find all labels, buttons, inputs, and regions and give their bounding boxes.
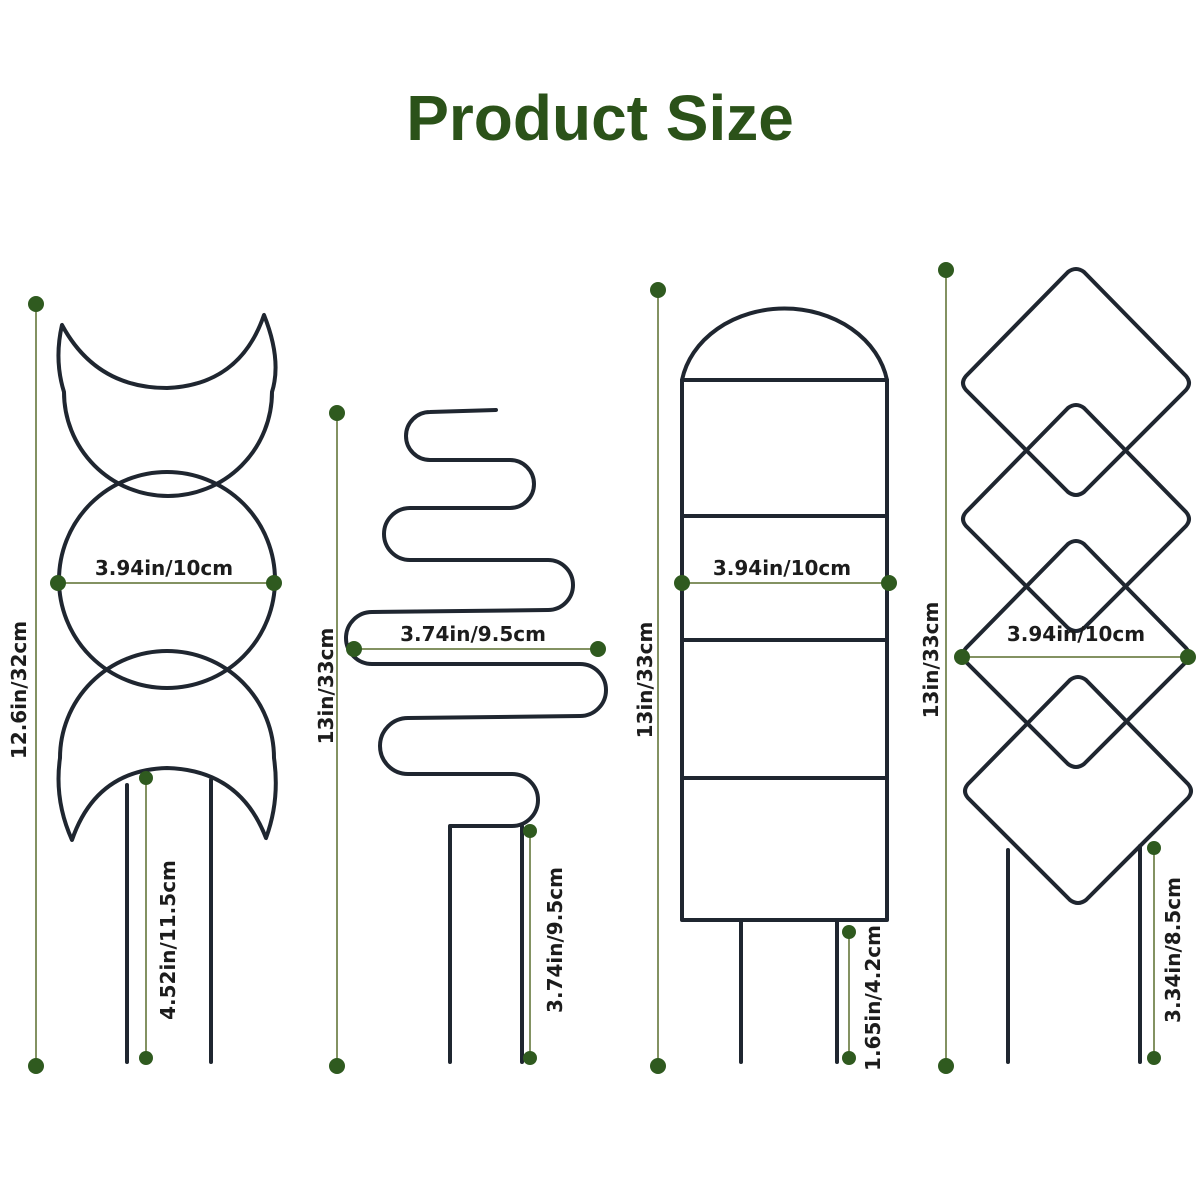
arch-height-dot-top [650, 282, 666, 298]
dimension-dots [28, 262, 1196, 1074]
moon-trellis-full-moon [57, 470, 277, 690]
diamond-trellis-diamond-4 [963, 675, 1193, 905]
wave-width-dot-right [590, 641, 606, 657]
wave-height-dot-bottom [329, 1058, 345, 1074]
moon-width-dot-right [266, 575, 282, 591]
wave-stake-label: 3.74in/9.5cm [543, 867, 567, 1013]
diamond-trellis-diamond-1 [961, 267, 1191, 497]
wave-width-label: 3.74in/9.5cm [400, 622, 546, 646]
moon-width-label: 3.94in/10cm [95, 556, 233, 580]
moon-height-label: 12.6in/32cm [7, 621, 31, 759]
arch-width-dot-left [674, 575, 690, 591]
moon-trellis-top-crescent [56, 313, 278, 498]
diamond-height-label: 13in/33cm [919, 602, 943, 719]
moon-stake-dot-top [139, 771, 153, 785]
moon-stake-label: 4.52in/11.5cm [156, 860, 180, 1020]
arch-trellis [680, 306, 889, 1064]
wave-width-dot-left [346, 641, 362, 657]
wave-trellis [344, 408, 608, 1064]
diamond-height-dot-bottom [938, 1058, 954, 1074]
arch-stake-label: 1.65in/4.2cm [861, 925, 885, 1071]
wave-height-dot-top [329, 405, 345, 421]
arch-stake-dot-bottom [842, 1051, 856, 1065]
page-title: Product Size [406, 82, 794, 154]
diamond-trellis-diamond-2 [961, 403, 1191, 633]
moon-width-dot-left [50, 575, 66, 591]
arch-width-label: 3.94in/10cm [713, 556, 851, 580]
wave-stake-dot-top [523, 824, 537, 838]
diamond-width-dot-left [954, 649, 970, 665]
diamond-stake-label: 3.34in/8.5cm [1161, 877, 1185, 1023]
arch-trellis-frame [680, 306, 889, 922]
moon-trellis-bottom-crescent [56, 649, 278, 842]
arch-stake-dot-top [842, 925, 856, 939]
dimension-lines [35, 270, 1188, 1066]
wave-trellis-frame [344, 408, 608, 1064]
moon-height-dot-top [28, 296, 44, 312]
diamond-trellis-diamond-3 [961, 539, 1191, 769]
diamond-trellis [961, 267, 1193, 1064]
arch-height-dot-bottom [650, 1058, 666, 1074]
arch-width-dot-right [881, 575, 897, 591]
diamond-stake-dot-bottom [1147, 1051, 1161, 1065]
diamond-width-label: 3.94in/10cm [1007, 622, 1145, 646]
moon-height-dot-bottom [28, 1058, 44, 1074]
diamond-height-dot-top [938, 262, 954, 278]
wave-stake-dot-bottom [523, 1051, 537, 1065]
diamond-stake-dot-top [1147, 841, 1161, 855]
moon-stake-dot-bottom [139, 1051, 153, 1065]
wave-height-label: 13in/33cm [314, 628, 338, 745]
dimension-labels: 12.6in/32cm 3.94in/10cm 4.52in/11.5cm 13… [7, 556, 1185, 1071]
arch-height-label: 13in/33cm [633, 622, 657, 739]
diamond-width-dot-right [1180, 649, 1196, 665]
